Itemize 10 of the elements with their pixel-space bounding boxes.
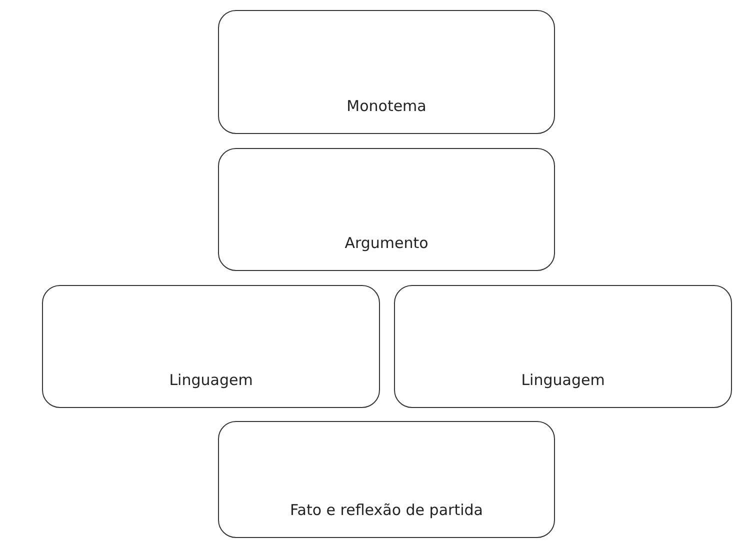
box-label: Fato e reflexão de partida <box>290 501 483 519</box>
box-label: Linguagem <box>521 371 605 389</box>
box-label: Monotema <box>346 97 426 115</box>
box-label: Linguagem <box>169 371 253 389</box>
box-label: Argumento <box>344 234 428 252</box>
rounded-box <box>218 148 555 271</box>
rounded-box <box>394 285 732 408</box>
rounded-box <box>218 10 555 134</box>
rounded-box <box>218 421 555 538</box>
rounded-box <box>42 285 380 408</box>
